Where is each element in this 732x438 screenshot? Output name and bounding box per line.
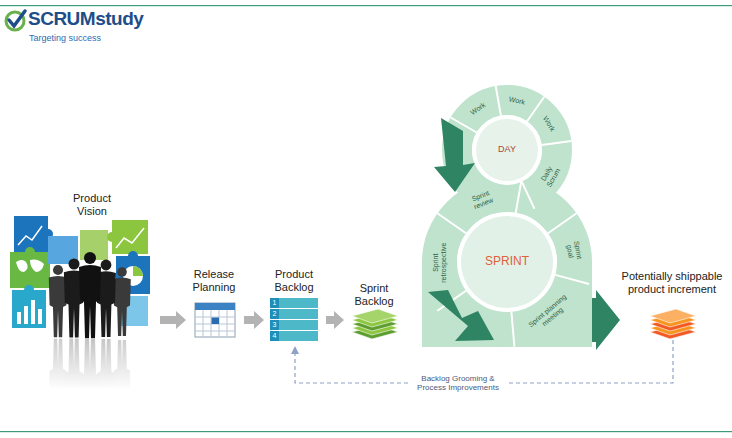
connector — [244, 311, 264, 329]
stack-sheet — [650, 309, 696, 323]
chart-bar — [17, 312, 21, 324]
increment-stack — [650, 309, 696, 339]
ring-segment: Daily Scrum — [536, 158, 564, 192]
puzzle-knob — [107, 232, 117, 242]
backlog-row: 4 — [270, 331, 318, 341]
ring-segment: Sprint planning meeting — [526, 292, 574, 336]
logo-wordmark: SCRUMstudy — [28, 8, 143, 30]
pie-slice — [133, 266, 143, 276]
world-map — [16, 260, 44, 273]
flow-arrow — [326, 311, 344, 329]
vision-group: Product Vision — [8, 190, 160, 390]
row-number: 1 — [270, 298, 279, 308]
chart-bar — [31, 300, 35, 324]
ring-segment: Work — [539, 110, 559, 136]
ring-segment: Work — [504, 94, 531, 107]
ring-segment: Sprint retrospective — [432, 239, 447, 285]
puzzle-piece — [112, 220, 148, 254]
segment-text: Work — [539, 110, 559, 136]
ring-segment: Work — [465, 98, 491, 119]
sprint-figure-eight — [422, 86, 592, 347]
row-number: 2 — [270, 309, 279, 319]
segment-separators — [437, 86, 589, 347]
backlog-row: 1 — [270, 298, 318, 308]
node-heading: Release Planning — [186, 268, 242, 293]
day-disc — [476, 119, 538, 181]
node-heading: Potentially shippable product increment — [620, 270, 724, 295]
bottom-rule — [0, 431, 732, 432]
puzzle-piece — [12, 290, 46, 328]
segment-text: Sprint retrospective — [432, 239, 447, 285]
backlog-row: 2 — [270, 309, 318, 319]
sprint-hole — [457, 212, 557, 312]
connector — [160, 311, 186, 329]
flow-arrow-down — [434, 118, 475, 192]
logo-icon — [6, 11, 25, 30]
chart-bar — [38, 309, 42, 324]
people-silhouettes — [49, 252, 131, 338]
connector — [326, 311, 344, 329]
backlog-row: 3 — [270, 320, 318, 330]
sprint-disc — [461, 216, 553, 308]
stack-sheet — [352, 309, 398, 323]
segment-text: Work — [504, 94, 531, 107]
puzzle-piece — [14, 216, 48, 252]
day-loop: DAYWorkWorkWorkDaily Scrum — [442, 85, 572, 215]
node-heading: Product Vision — [60, 192, 124, 217]
logo-check — [9, 11, 25, 26]
arrow-head — [291, 346, 299, 354]
calendar-grid — [195, 310, 235, 337]
reflection-fade — [0, 338, 170, 390]
product-backlog: Product Backlog 1234 — [264, 266, 326, 346]
puzzle-knob — [25, 247, 35, 257]
top-rule — [0, 5, 732, 6]
day-hole — [472, 115, 542, 185]
calendar-body — [195, 303, 235, 337]
ring-segment: Sprint goal — [563, 234, 583, 266]
connector — [592, 290, 620, 350]
person — [79, 252, 101, 338]
row-number: 4 — [270, 331, 279, 341]
calendar-header — [195, 303, 235, 310]
flow-arrow-out — [428, 290, 494, 341]
segment-text: Daily Scrum — [536, 158, 564, 192]
flow-arrow — [244, 311, 264, 329]
person — [113, 267, 131, 336]
puzzle-piece — [10, 252, 50, 288]
calendar-icon — [195, 303, 235, 337]
logo-circle — [6, 12, 24, 30]
node-heading: Product Backlog — [264, 268, 324, 293]
increment: Potentially shippable product increment — [620, 268, 726, 340]
row-number: 3 — [270, 320, 279, 330]
calendar-day — [212, 318, 220, 325]
chart-bar — [24, 306, 28, 324]
flow-arrow — [160, 311, 186, 329]
ring-segment: Sprint review — [465, 187, 499, 212]
puzzle-knob — [24, 285, 34, 295]
sprint-backlog: Sprint Backlog — [344, 280, 406, 342]
sprint-backlog-stack — [352, 309, 398, 339]
loop-title: SPRINT — [485, 255, 529, 268]
chart-line — [116, 228, 144, 248]
edge-label: Backlog Grooming & Process Improvements — [409, 374, 507, 392]
logo-tagline: Targeting success — [29, 33, 101, 43]
segment-text: Sprint review — [465, 187, 499, 212]
release-planning: Release Planning — [186, 266, 244, 342]
sprint-loop: SPRINTSprint reviewSprint retrospectiveS… — [422, 177, 592, 347]
loop-title: DAY — [498, 145, 516, 155]
segment-text: Sprint goal — [563, 234, 583, 266]
node-heading: Sprint Backlog — [344, 282, 404, 307]
segment-text: Sprint planning meeting — [526, 292, 574, 336]
segment-text: Work — [465, 98, 491, 119]
puzzle-knob — [128, 251, 138, 261]
chart-line — [18, 226, 42, 245]
big-arrow — [592, 290, 620, 350]
